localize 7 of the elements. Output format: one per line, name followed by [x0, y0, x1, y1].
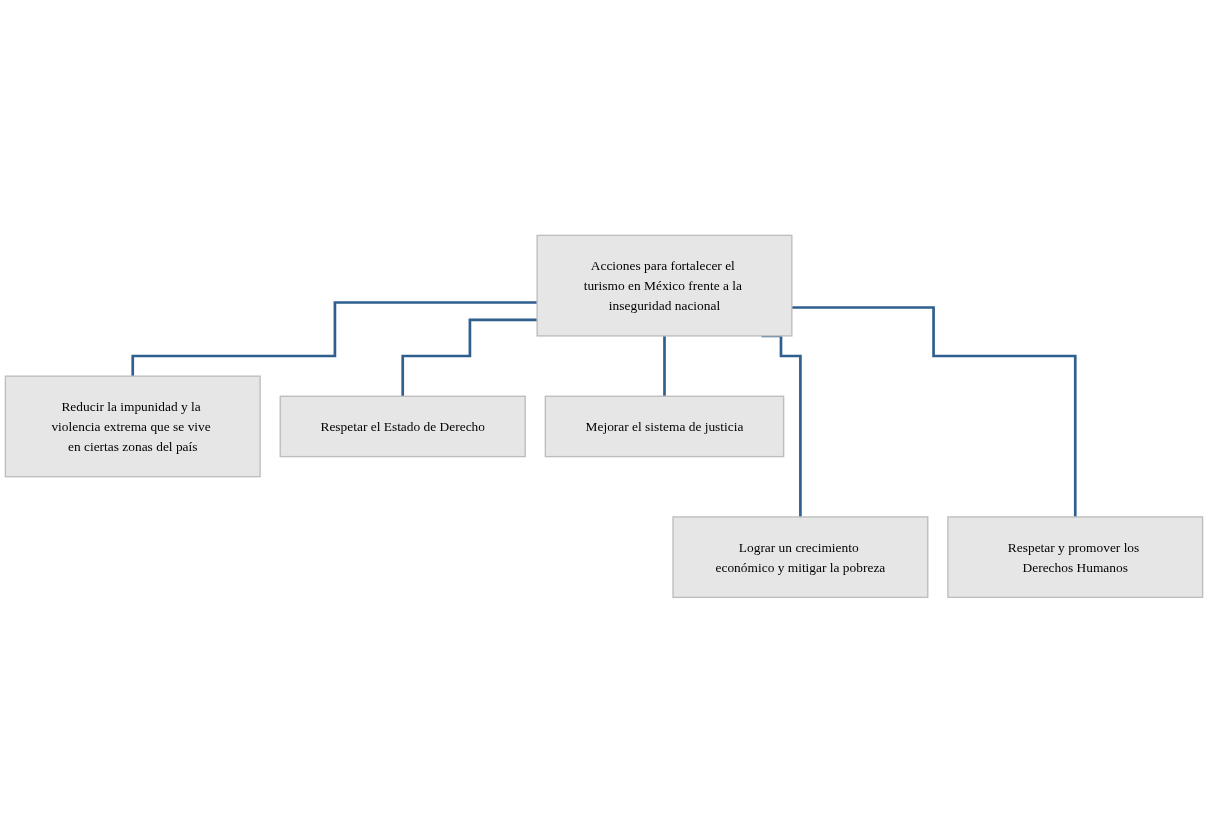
- node-box: Respetar el Estado de Derecho: [279, 395, 526, 457]
- node-box: Acciones para fortalecer el turismo en México frente a la inseguridad nacional: [536, 234, 793, 337]
- node-box: Respetar y promover los Derechos Humanos: [947, 515, 1204, 598]
- connector: [791, 305, 1077, 518]
- node-box: Reducir la impunidad y la violencia extrema que se vive en ciertas zonas del país: [4, 375, 261, 477]
- node-box: Mejorar el sistema de justicia: [544, 395, 785, 457]
- node-box: Lograr un crecimiento económico y mitigar la pobreza: [672, 515, 929, 598]
